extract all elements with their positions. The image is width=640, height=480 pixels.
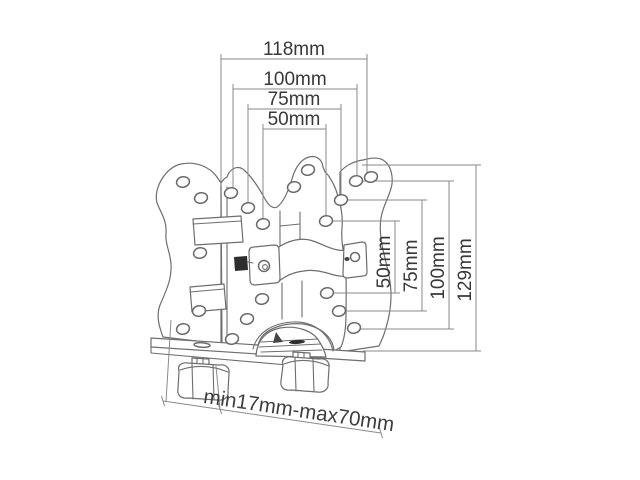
clamp-thumb-bolt-head [234, 256, 248, 271]
clamp-right-bolt-shadow [344, 257, 350, 261]
neck-crossbar [279, 223, 301, 227]
base-plate-slot [193, 341, 211, 349]
dim-label-118mm: 118mm [263, 39, 325, 60]
clamp-pad-hole [257, 259, 271, 273]
hole [363, 170, 379, 184]
tick-clamp-mid [218, 403, 222, 415]
clamp-pad-bolt-tip [262, 264, 268, 270]
hole [331, 304, 347, 318]
right-nut-facet-1 [294, 357, 297, 392]
hole [318, 214, 334, 228]
hole [239, 312, 255, 326]
hole [240, 201, 256, 215]
hole [223, 186, 239, 200]
hole [255, 217, 271, 231]
dome-slot-line-2 [258, 343, 322, 348]
hole [192, 246, 208, 260]
dome-slot-line-3 [260, 349, 323, 353]
hole [254, 292, 270, 306]
dim-label-129mm-vertical: 129mm [455, 238, 476, 301]
dim-label-50mm: 50mm [268, 109, 321, 130]
right-thumbscrew-nut [280, 356, 330, 393]
dome-pointer [273, 332, 283, 343]
right-nut-facet-2 [312, 358, 315, 393]
right-nut-top-arc [283, 359, 330, 367]
dim-label-clamp-range: min17mm-max70mm [202, 385, 396, 436]
hole [348, 174, 364, 188]
left-nut-top-arc [179, 365, 229, 373]
ext-clamp-left [165, 319, 172, 403]
hole [346, 321, 362, 335]
hole [175, 175, 191, 189]
mounting-holes [175, 163, 379, 346]
ext-clamp-right [215, 365, 221, 410]
dim-label-100mm-vertical: 100mm [428, 236, 449, 299]
clamp-right-bolt [349, 251, 361, 263]
side-tab-upper-fold [192, 220, 242, 225]
tick-clamp-left [161, 395, 165, 407]
hole [333, 193, 349, 207]
hole [286, 180, 302, 194]
hole [300, 163, 316, 177]
hole [193, 191, 209, 205]
dim-label-75mm: 75mm [268, 89, 321, 110]
hole [319, 286, 335, 300]
tick-clamp-right [379, 427, 383, 439]
dimension-lines [161, 54, 481, 439]
dim-label-75mm-vertical: 75mm [401, 240, 422, 293]
left-nut-facet-1 [191, 363, 194, 400]
hole [175, 322, 191, 336]
dome-slot-line-1 [260, 338, 319, 343]
side-tab-upper [192, 215, 244, 246]
dome-slot [289, 339, 305, 345]
hole [191, 304, 207, 318]
clamp-bolt-stem [247, 261, 254, 264]
back-plate-left [155, 162, 222, 345]
arch-cutout [252, 321, 334, 352]
bracket-drawing [150, 155, 393, 401]
dim-label-100mm: 100mm [263, 69, 326, 90]
side-tab-lower-fold [189, 288, 225, 293]
dim-line-clamp-range [162, 400, 382, 434]
dim-label-50mm-vertical: 50mm [374, 236, 395, 289]
left-nut-facet-2 [212, 364, 215, 401]
hole [224, 332, 240, 346]
